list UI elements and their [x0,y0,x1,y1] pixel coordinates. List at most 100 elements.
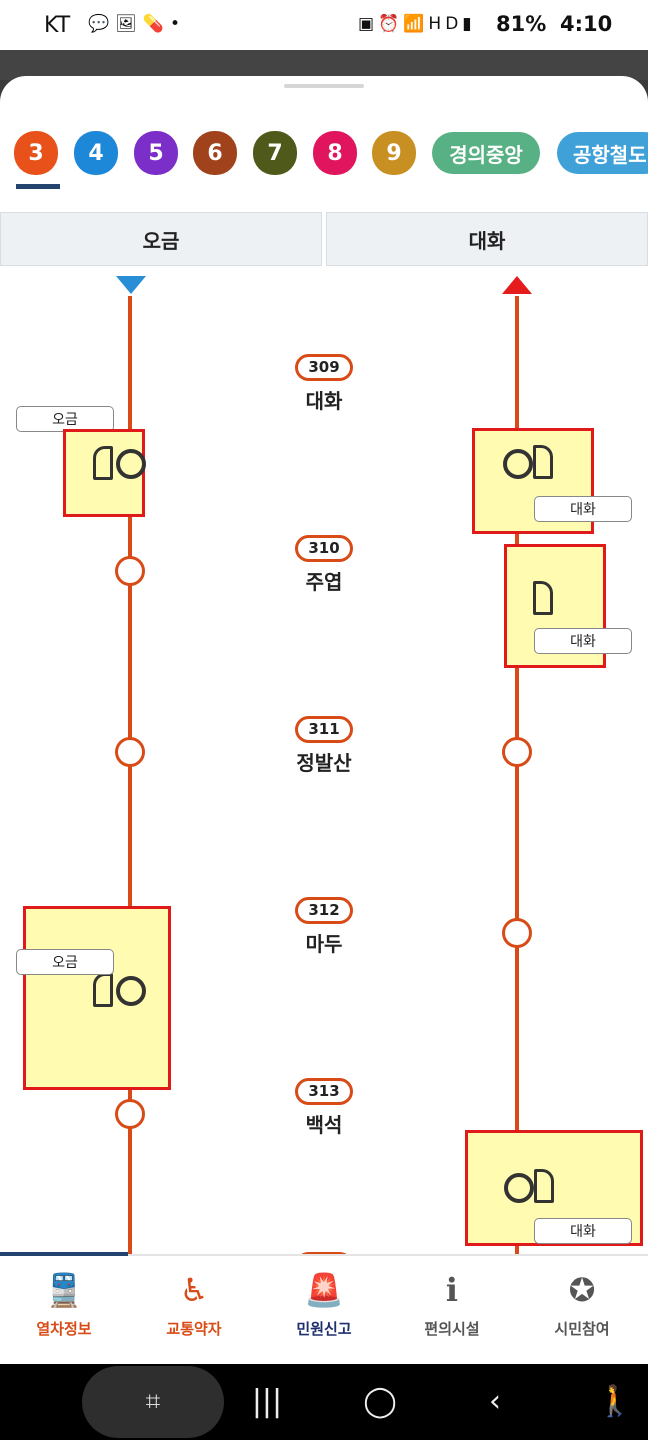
train-icon: 🚆 [44,1271,84,1309]
line-chip-4[interactable]: 4 [74,131,118,175]
train-icon [93,446,113,480]
down-direction-arrow-icon [116,276,146,294]
line-chip-gyeongui-jungang[interactable]: 경의중앙 [432,132,540,174]
train-position-ring [503,449,533,479]
bottom-navigation: 🚆 열차정보 ♿ 교통약자 🚨 민원신고 ℹ 편의시설 ✪ 시민참여 [0,1256,648,1364]
station-code-badge: 311 [295,716,353,743]
nav-mobility-impaired[interactable]: ♿ 교통약자 [134,1270,254,1350]
line-chip-label: 4 [88,140,104,166]
nav-divider [0,1254,648,1256]
station-313[interactable]: 313 백석 [274,1078,374,1138]
train-destination-tag: 대화 [534,496,632,522]
line-chip-label: 7 [267,140,283,166]
kakao-talk-icon: 💬 [88,14,116,34]
stop-marker [502,737,532,767]
nav-complaint-report[interactable]: 🚨 민원신고 [264,1270,384,1350]
status-bar: KT 💬🖼💊• ▣⏰📶HD▮ 81% 4:10 [0,0,648,50]
nav-label: 시민참여 [554,1320,610,1338]
home-icon[interactable]: ◯ [363,1384,397,1419]
up-direction-arrow-icon [502,276,532,294]
track-diagram: 309 대화 310 주엽 311 정발산 312 마두 313 백석 오금 [0,268,648,1256]
dot-icon: • [169,14,186,34]
clock: 4:10 [560,12,613,36]
line-chip-3[interactable]: 3 [14,131,58,175]
train-icon [533,581,553,615]
station-name: 마두 [305,932,343,956]
line-chip-8[interactable]: 8 [313,131,357,175]
nav-facilities[interactable]: ℹ 편의시설 [392,1270,512,1350]
station-name: 백석 [305,1113,343,1137]
station-name: 대화 [305,389,343,413]
battery-percent: 81% [496,12,547,36]
direction-left[interactable]: 오금 [0,212,322,266]
station-309[interactable]: 309 대화 [274,354,374,414]
hd-icon: HD [428,14,463,34]
notification-icons: 💬🖼💊• [88,14,186,34]
recent-apps-icon[interactable]: ||| [251,1384,283,1419]
line-chip-airport-railroad[interactable]: 공항철도 [557,132,648,174]
line-chip-label: 9 [386,140,402,166]
line-chip-6[interactable]: 6 [193,131,237,175]
direction-right[interactable]: 대화 [326,212,648,266]
station-311[interactable]: 311 정발산 [274,716,374,776]
line-selector: 3 4 5 6 7 8 9 경의중앙 공항철도 [0,128,648,189]
train-position-ring [116,449,146,479]
nav-citizen-participation[interactable]: ✪ 시민참여 [522,1270,642,1350]
stop-marker [115,556,145,586]
nav-divider-accent [0,1252,128,1256]
line-chip-9[interactable]: 9 [372,131,416,175]
direction-header: 오금 대화 [0,212,648,268]
nav-label: 편의시설 [424,1320,480,1338]
dimmed-app-background [0,50,648,80]
wheelchair-icon: ♿ [179,1271,209,1309]
line-chip-label: 5 [148,140,164,166]
system-navigation-bar: ⌗ ||| ◯ ‹ 🚶 [0,1364,648,1440]
train-icon [533,445,553,479]
line-chip-label: 경의중앙 [449,142,523,167]
stop-marker [115,737,145,767]
station-312[interactable]: 312 마두 [274,897,374,957]
gallery-icon: 🖼 [115,14,143,34]
train-destination-tag: 오금 [16,406,114,432]
stop-marker [502,918,532,948]
train-position-ring [116,976,146,1006]
pill-icon: 💊 [142,14,170,34]
carrier-label: KT [44,13,71,38]
nav-train-info[interactable]: 🚆 열차정보 [4,1270,124,1350]
station-name: 정발산 [296,751,352,775]
sheet-drag-handle[interactable] [284,84,364,88]
station-code-badge: 309 [295,354,353,381]
train-position-ring [504,1173,534,1203]
active-line-indicator [16,184,60,189]
screen-capture-icon[interactable]: ⌗ [82,1366,224,1438]
system-icons: ▣⏰📶HD▮ [358,14,476,34]
left-track-line [128,296,132,1256]
train-icon [534,1169,554,1203]
back-icon[interactable]: ‹ [489,1384,501,1419]
station-310[interactable]: 310 주엽 [274,535,374,595]
line-chip-7[interactable]: 7 [253,131,297,175]
line-chip-label: 8 [327,140,343,166]
line-chip-label: 공항철도 [573,142,647,167]
train-destination-tag: 오금 [16,949,114,975]
nav-label: 교통약자 [166,1320,222,1338]
station-code-badge: 312 [295,897,353,924]
train-icon [93,973,113,1007]
star-badge-icon: ✪ [568,1271,596,1309]
station-name: 주엽 [305,570,343,594]
wifi-icon: 📶 [403,14,429,34]
train-marker[interactable] [23,906,171,1090]
stop-marker [115,1099,145,1129]
train-destination-tag: 대화 [534,628,632,654]
nfc-icon: ▣ [358,14,379,34]
info-icon: ℹ [445,1271,459,1309]
right-track-line [515,296,519,1256]
train-marker[interactable] [63,429,146,517]
train-destination-tag: 대화 [534,1218,632,1244]
line-chip-5[interactable]: 5 [134,131,178,175]
signal-icon: ▮ [462,14,476,34]
siren-icon: 🚨 [304,1271,344,1309]
station-code-badge: 310 [295,535,353,562]
line-sheet: 3 4 5 6 7 8 9 경의중앙 공항철도 오금 대화 309 대화 310… [0,76,648,1364]
accessibility-icon[interactable]: 🚶 [596,1384,634,1419]
